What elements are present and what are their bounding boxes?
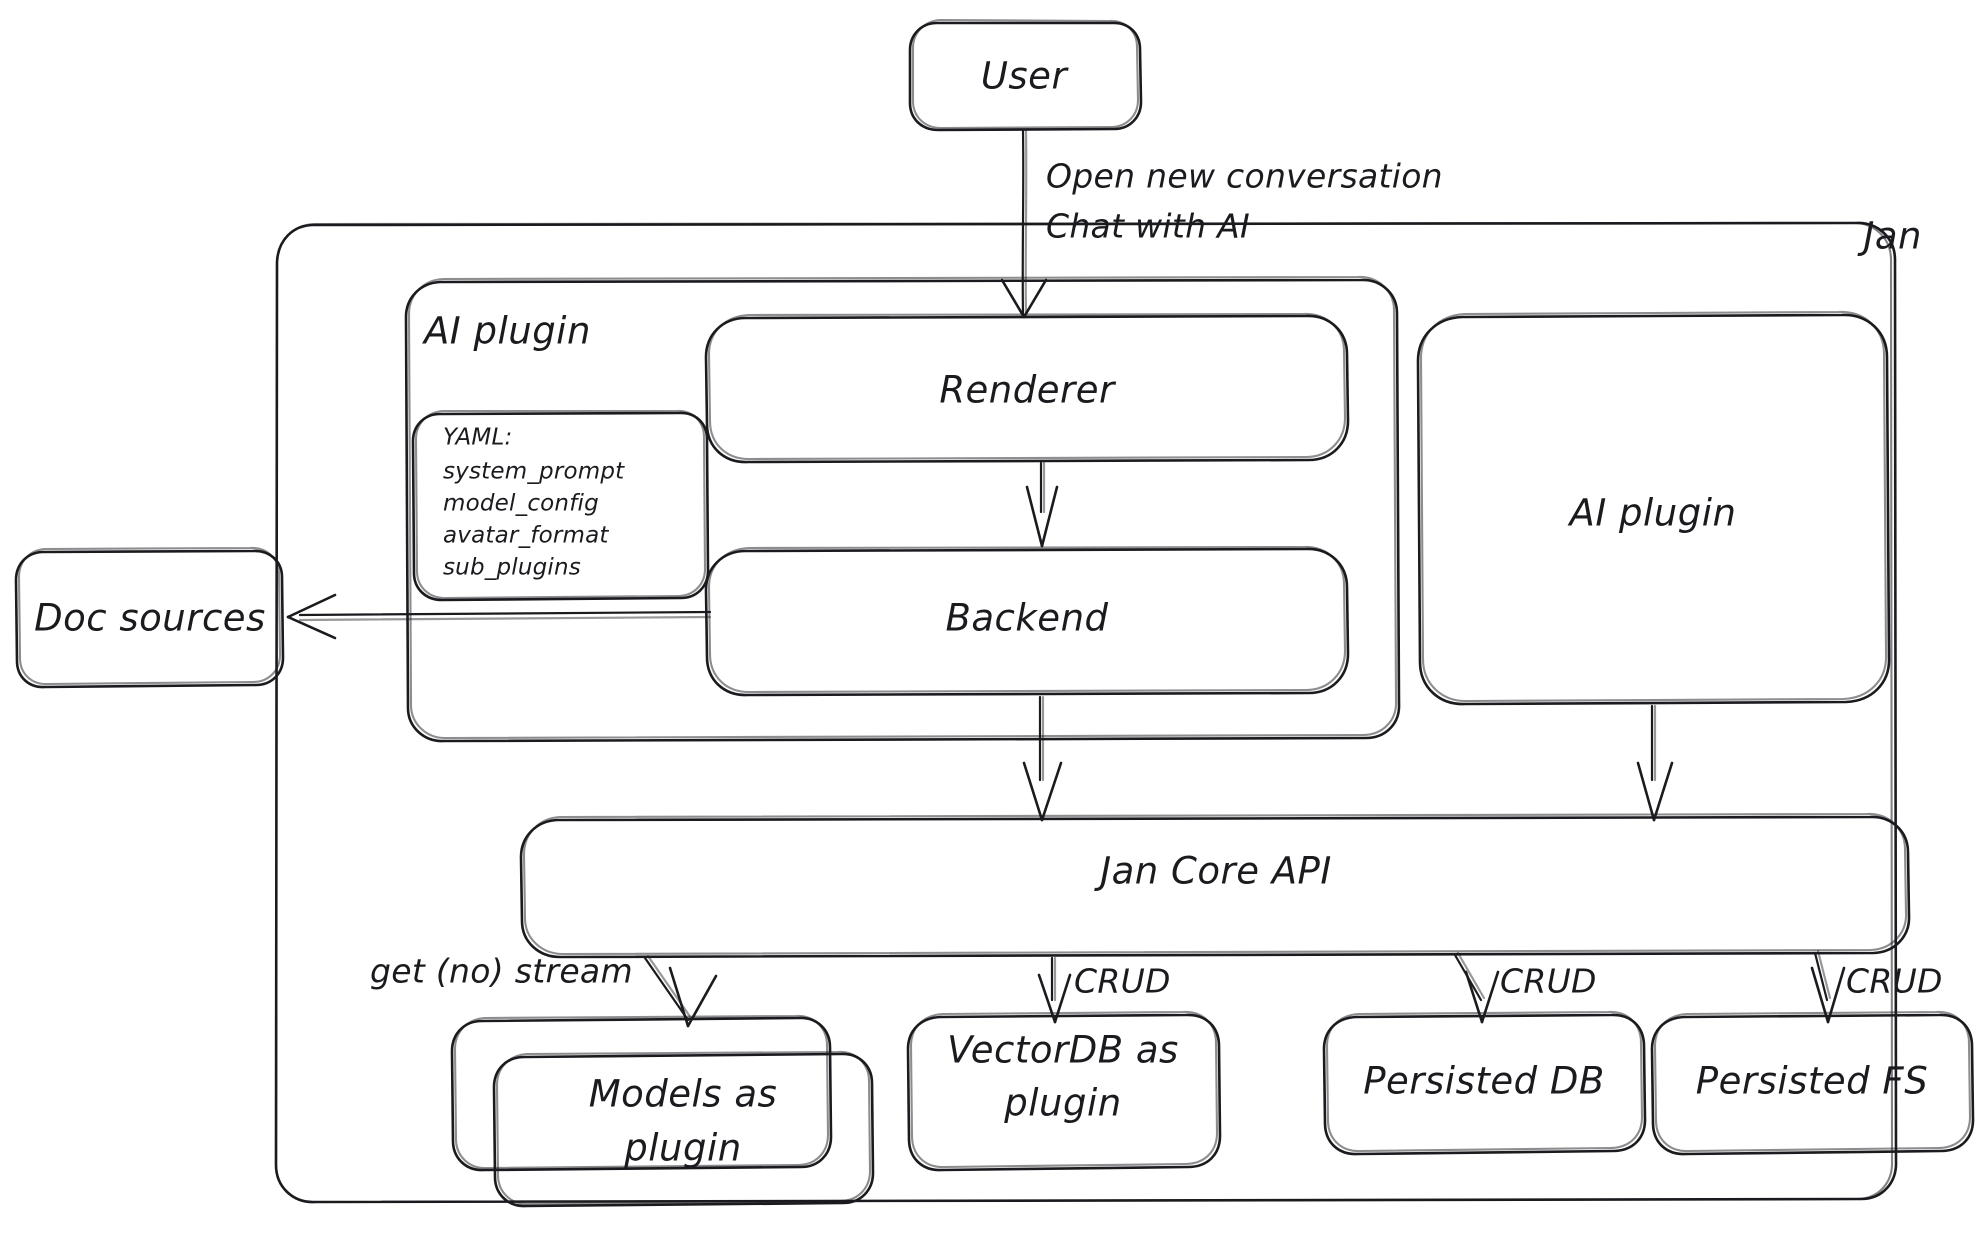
node-backend-label: Backend: [945, 597, 1108, 640]
note-yaml-line-2: model_config: [443, 491, 599, 517]
node-persisted-db-label: Persisted DB: [1363, 1060, 1605, 1103]
edge-core-to-persisted-db: CRUD: [1453, 951, 1597, 1024]
node-renderer-label: Renderer: [939, 369, 1117, 412]
container-ai-plugin-group-label: AI plugin: [422, 310, 591, 353]
note-yaml-line-0: YAML:: [443, 425, 512, 451]
node-user[interactable]: User: [908, 18, 1143, 132]
node-vectordb-as-plugin-label-line2: plugin: [1003, 1082, 1121, 1125]
node-vectordb-as-plugin-label-line1: VectorDB as: [947, 1029, 1179, 1072]
edge-user-to-renderer-label-line1: Open new conversation: [1046, 157, 1443, 196]
edge-core-to-models: get (no) stream: [370, 952, 718, 1028]
node-persisted-fs-label: Persisted FS: [1696, 1060, 1928, 1103]
node-user-label: User: [981, 55, 1070, 98]
edge-core-to-persisted-fs-label: CRUD: [1846, 962, 1943, 1001]
node-models-as-plugin[interactable]: Models as plugin: [450, 1014, 875, 1208]
edge-backend-to-doc-sources: [286, 593, 712, 640]
node-models-as-plugin-label-line2: plugin: [623, 1127, 741, 1170]
container-ai-plugin-group[interactable]: AI plugin: [404, 275, 1401, 743]
edge-user-to-renderer-label-line2: Chat with AI: [1046, 207, 1250, 246]
node-vectordb-as-plugin[interactable]: VectorDB as plugin: [906, 1010, 1222, 1172]
edge-core-to-vectordb-label: CRUD: [1074, 962, 1171, 1001]
node-persisted-db[interactable]: Persisted DB: [1322, 1010, 1647, 1156]
edge-core-to-models-label: get (no) stream: [370, 952, 633, 991]
note-yaml-line-1: system_prompt: [443, 459, 625, 485]
node-renderer[interactable]: Renderer: [704, 312, 1350, 464]
note-yaml-line-3: avatar_format: [443, 523, 609, 549]
container-jan[interactable]: Jan: [274, 215, 1922, 1204]
edge-core-to-persisted-fs: CRUD: [1810, 949, 1943, 1024]
edge-core-to-vectordb: CRUD: [1037, 956, 1171, 1024]
node-jan-core-api-label: Jan Core API: [1093, 850, 1332, 893]
container-jan-label: Jan: [1856, 215, 1922, 258]
note-yaml[interactable]: YAML: system_prompt model_config avatar_…: [411, 409, 710, 602]
edge-renderer-to-backend: [1025, 461, 1059, 548]
node-backend[interactable]: Backend: [704, 545, 1350, 697]
node-doc-sources-label: Doc sources: [34, 597, 266, 640]
node-doc-sources[interactable]: Doc sources: [14, 546, 285, 689]
node-models-as-plugin-label-line1: Models as: [589, 1073, 778, 1116]
node-ai-plugin-right-label: AI plugin: [1568, 492, 1737, 535]
node-jan-core-api[interactable]: Jan Core API: [519, 812, 1911, 959]
edge-backend-to-core: [1022, 695, 1063, 822]
note-yaml-line-4: sub_plugins: [443, 555, 581, 581]
node-ai-plugin-right[interactable]: AI plugin: [1416, 310, 1891, 706]
node-persisted-fs[interactable]: Persisted FS: [1650, 1010, 1975, 1156]
edge-user-to-renderer: Open new conversation Chat with AI: [1000, 129, 1443, 319]
edge-ai-plugin-to-core: [1636, 704, 1674, 822]
edge-core-to-persisted-db-label: CRUD: [1500, 962, 1597, 1001]
